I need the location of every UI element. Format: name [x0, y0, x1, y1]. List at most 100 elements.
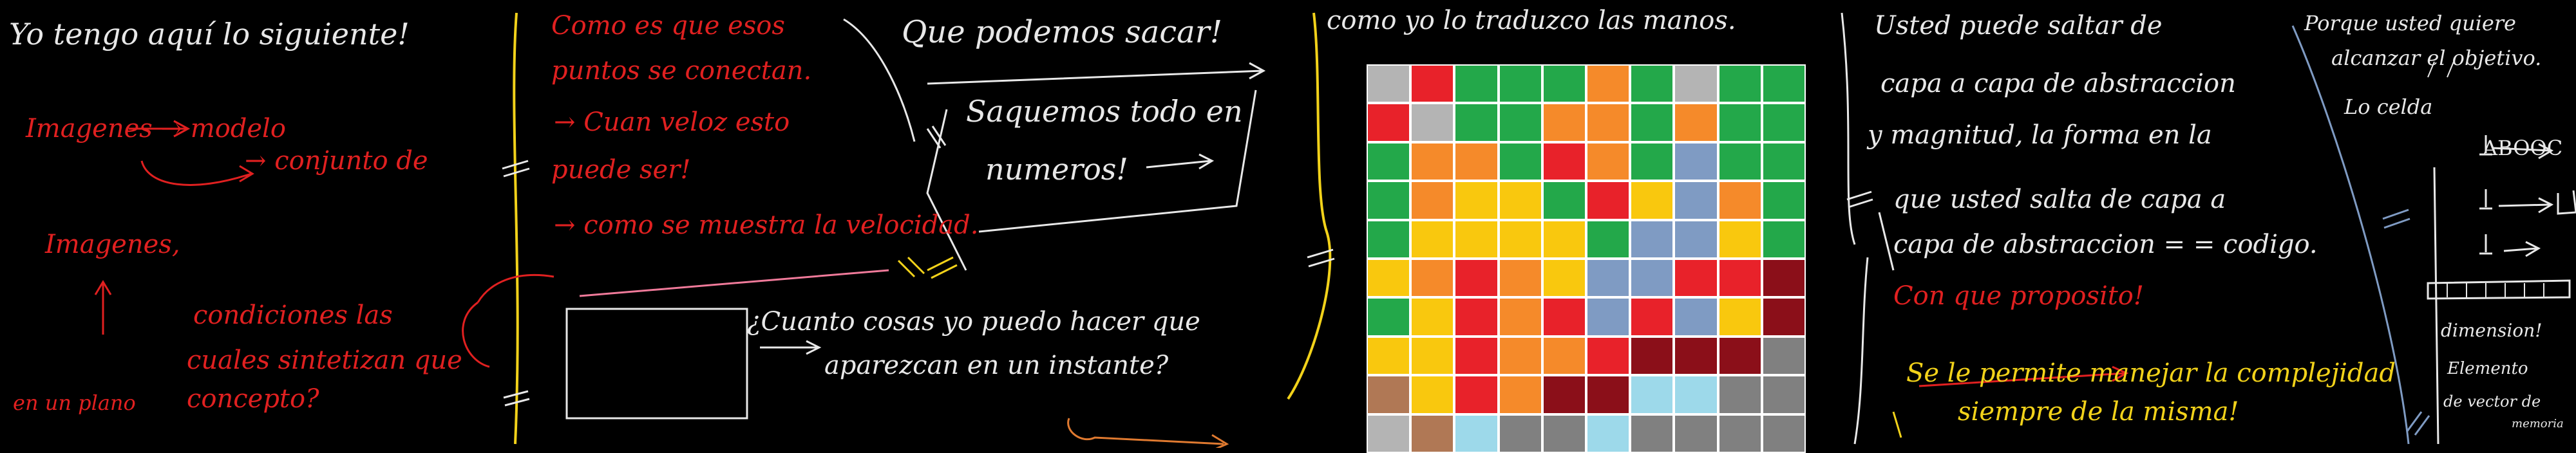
grid-cell — [1543, 337, 1585, 374]
grid-cell — [1763, 415, 1804, 452]
grid-cell — [1499, 299, 1541, 335]
panel2-line5: → como se muestra la velocidad. — [554, 210, 979, 240]
panel1-line1: Imagenes → modelo — [26, 114, 286, 143]
panel5-line4: que usted salta de capa a — [1893, 185, 2226, 214]
panel3-line1: Que podemos sacar! — [902, 14, 1222, 50]
panel5-line2: capa a capa de abstraccion — [1880, 69, 2236, 98]
grid-cell — [1499, 260, 1541, 297]
panel2-line4: puede ser! — [551, 155, 691, 185]
grid-cell — [1368, 376, 1410, 413]
grid-cell — [1675, 221, 1717, 257]
grid-cell — [1543, 299, 1585, 335]
grid-cell — [1412, 376, 1454, 413]
panel6-line1: Porque usted quiere — [2304, 11, 2516, 35]
grid-cell — [1587, 104, 1629, 141]
grid-cell — [1499, 337, 1541, 374]
panel2-line3: → Cuan veloz esto — [554, 107, 790, 137]
grid-cell — [1455, 182, 1497, 219]
panel5-line1: Usted puede saltar de — [1874, 11, 2163, 41]
grid-cell — [1763, 376, 1804, 413]
grid-cell — [1455, 143, 1497, 180]
grid-cell — [1543, 182, 1585, 219]
grid-cell — [1499, 66, 1541, 102]
grid-cell — [1543, 143, 1585, 180]
grid-cell — [1763, 221, 1804, 257]
grid-cell — [1455, 221, 1497, 257]
grid-cell — [1455, 104, 1497, 141]
grid-cell — [1412, 66, 1454, 102]
grid-cell — [1587, 299, 1629, 335]
grid-cell — [1675, 299, 1717, 335]
grid-cell — [1763, 143, 1804, 180]
grid-cell — [1587, 66, 1629, 102]
grid-cell — [1763, 182, 1804, 219]
divider-5 — [2291, 25, 2410, 445]
grid-cell — [1499, 143, 1541, 180]
grid-cell — [1368, 66, 1410, 102]
grid-cell — [1631, 221, 1673, 257]
grid-cell — [1368, 299, 1410, 335]
grid-cell — [1368, 221, 1410, 257]
grid-cell — [1412, 182, 1454, 219]
panel3-line2: Saquemos todo en — [966, 94, 1243, 129]
grid-cell — [1455, 260, 1497, 297]
grid-cell — [1368, 415, 1410, 452]
grid-cell — [1631, 260, 1673, 297]
grid-cell — [1763, 299, 1804, 335]
panel4-line1: como yo lo traduzco las manos. — [1327, 6, 1736, 35]
grid-cell — [1587, 376, 1629, 413]
grid-cell — [1455, 66, 1497, 102]
panel5-line6: Con que proposito! — [1893, 281, 2144, 311]
grid-cell — [1412, 143, 1454, 180]
grid-cell — [1543, 415, 1585, 452]
panel1-line6: concepto? — [187, 384, 319, 414]
panel1-line4: condiciones las — [193, 300, 393, 330]
grid-cell — [1719, 143, 1761, 180]
grid-cell — [1763, 104, 1804, 141]
grid-cell — [1455, 415, 1497, 452]
divider-6 — [2433, 167, 2439, 445]
grid-cell — [1587, 337, 1629, 374]
panel6-line2: alcanzar el objetivo. — [2331, 46, 2542, 70]
grid-cell — [1631, 376, 1673, 413]
grid-cell — [1412, 104, 1454, 141]
grid-cell — [1455, 337, 1497, 374]
grid-cell — [1499, 221, 1541, 257]
grid-cell — [1675, 143, 1717, 180]
grid-cell — [1631, 104, 1673, 141]
grid-cell — [1587, 143, 1629, 180]
grid-cell — [1455, 299, 1497, 335]
grid-cell — [1675, 260, 1717, 297]
grid-cell — [1543, 66, 1585, 102]
panel3-line5: aparezcan en un instante? — [824, 351, 1169, 380]
panel6-line7: de vector de — [2443, 393, 2541, 411]
grid-cell — [1719, 182, 1761, 219]
panel1-line5: cuales sintetizan que — [187, 346, 462, 375]
grid-cell — [1719, 66, 1761, 102]
grid-cell — [1631, 182, 1673, 219]
grid-cell — [1631, 337, 1673, 374]
grid-cell — [1719, 221, 1761, 257]
grid-cell — [1719, 260, 1761, 297]
grid-cell — [1587, 260, 1629, 297]
grid-cell — [1675, 182, 1717, 219]
grid-cell — [1631, 66, 1673, 102]
grid-cell — [1499, 415, 1541, 452]
panel1-line7: en un plano — [13, 391, 136, 415]
panel6-line3: Lo celda — [2344, 95, 2433, 119]
panel5-line3: y magnitud, la forma en la — [1868, 120, 2212, 150]
divider-2 — [1287, 12, 1332, 400]
color-grid — [1368, 66, 1804, 452]
grid-cell — [1543, 376, 1585, 413]
grid-cell — [1719, 337, 1761, 374]
grid-cell — [1499, 182, 1541, 219]
grid-cell — [1719, 104, 1761, 141]
panel2-line1: Como es que esos — [551, 11, 785, 41]
drawn-rectangle — [565, 308, 748, 420]
grid-cell — [1719, 415, 1761, 452]
grid-cell — [1719, 376, 1761, 413]
panel6-line5: dimension! — [2441, 320, 2543, 341]
grid-cell — [1587, 415, 1629, 452]
grid-cell — [1675, 337, 1717, 374]
grid-cell — [1412, 260, 1454, 297]
